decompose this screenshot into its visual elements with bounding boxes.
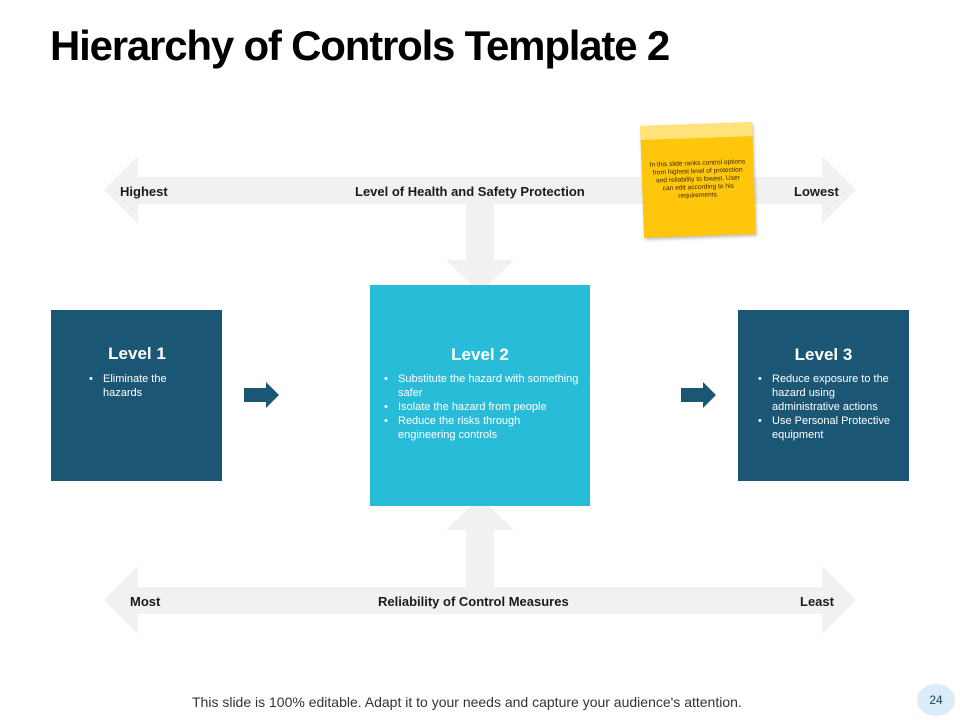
- level-3-title: Level 3: [794, 345, 853, 364]
- level-3-bullet: Use Personal Protective equipment: [758, 414, 903, 442]
- level-2-bullet: Reduce the risks through engineering con…: [384, 414, 580, 442]
- level-2-title: Level 2: [451, 345, 509, 364]
- sticky-note-tape: [640, 122, 753, 140]
- level-1-bullet: Eliminate the hazards: [89, 372, 189, 400]
- level-2-bullet: Substitute the hazard with something saf…: [384, 372, 580, 400]
- bottom-arrow-center-label: Reliability of Control Measures: [378, 594, 569, 609]
- sticky-note-text: In this slide ranks control options from…: [649, 158, 746, 200]
- right-arrow-icon-1: [244, 382, 279, 408]
- level-2-box: Level 2 Substitute the hazard with somet…: [370, 285, 590, 506]
- level-1-bullets: Eliminate the hazards: [89, 372, 189, 400]
- bottom-double-arrow: [104, 566, 856, 634]
- level-1-box: Level 1 Eliminate the hazards: [51, 310, 222, 481]
- level-2-bullets: Substitute the hazard with something saf…: [384, 372, 580, 442]
- sticky-note: In this slide ranks control options from…: [640, 122, 756, 238]
- level-3-box: Level 3 Reduce exposure to the hazard us…: [738, 310, 909, 481]
- level-3-bullet: Reduce exposure to the hazard using admi…: [758, 372, 903, 414]
- page-number-badge: 24: [917, 684, 955, 716]
- slide-title: Hierarchy of Controls Template 2: [50, 22, 670, 69]
- top-arrow-left-label: Highest: [120, 184, 168, 199]
- right-arrow-icon-2: [681, 382, 716, 408]
- top-double-arrow: [104, 156, 856, 224]
- level-1-title: Level 1: [108, 344, 166, 363]
- down-arrow: [446, 204, 514, 293]
- top-arrow-center-label: Level of Health and Safety Protection: [355, 184, 585, 199]
- footer-text: This slide is 100% editable. Adapt it to…: [192, 694, 742, 710]
- bottom-arrow-left-label: Most: [130, 594, 161, 609]
- level-2-bullet: Isolate the hazard from people: [384, 400, 580, 414]
- level-3-bullets: Reduce exposure to the hazard using admi…: [758, 372, 903, 442]
- top-arrow-right-label: Lowest: [794, 184, 839, 199]
- bottom-arrow-right-label: Least: [800, 594, 834, 609]
- up-arrow: [446, 497, 514, 587]
